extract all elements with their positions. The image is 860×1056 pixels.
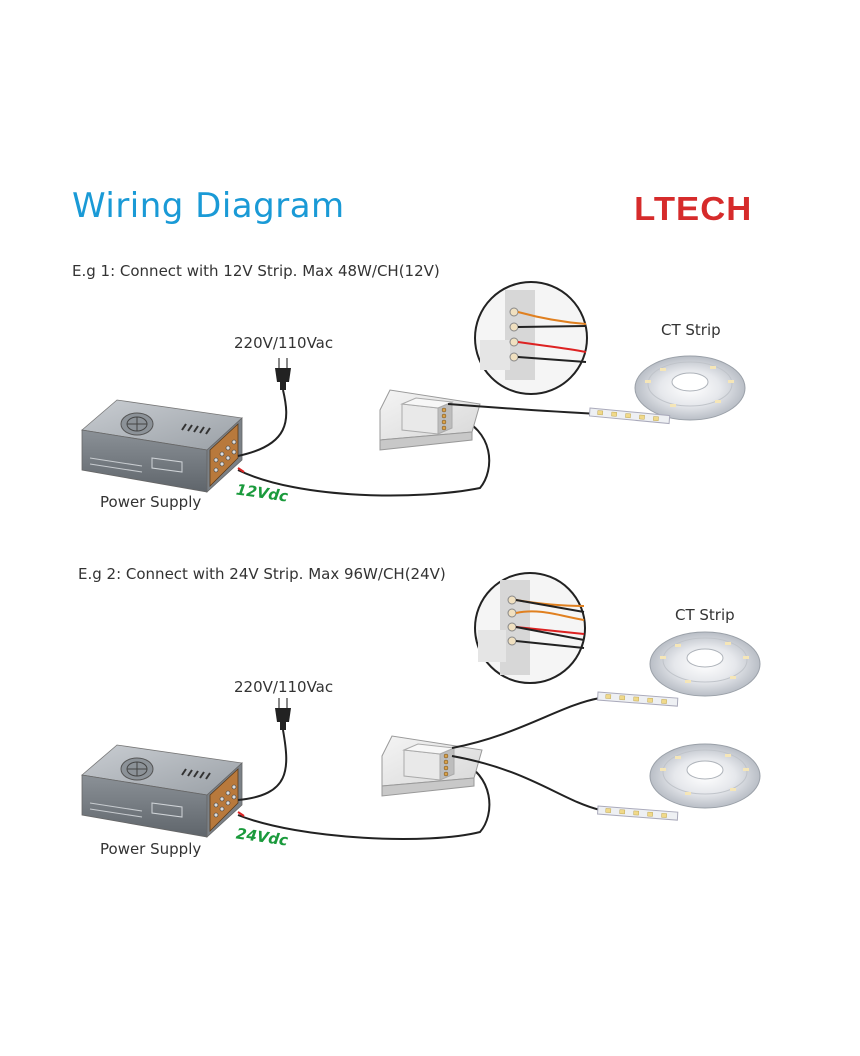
ct-strip-segment-2a [596,691,679,707]
terminal-zoom-1 [474,281,588,395]
example1-supply-label: Power Supply [100,493,202,511]
example1-group [81,281,746,497]
page-title: Wiring Diagram [72,186,345,226]
mains-plug-2 [274,697,292,731]
mains-plug-1 [274,357,292,391]
example1-mains-label: 220V/110Vac [234,334,334,352]
example2-mains-label: 220V/110Vac [234,678,334,696]
example2-caption: E.g 2: Connect with 24V Strip. Max 96W/C… [78,565,446,583]
example2-strip-label: CT Strip [675,606,735,624]
example2-group [81,572,761,840]
controller-panel-1 [379,389,481,451]
terminal-zoom-2 [474,572,586,684]
brand-logo: LTECH [634,190,753,227]
ct-strip-reel-1 [634,355,746,421]
example1-caption: E.g 1: Connect with 12V Strip. Max 48W/C… [72,262,440,280]
ct-strip-reel-2a [649,631,761,697]
example1-strip-label: CT Strip [661,321,721,339]
power-supply-1 [81,399,243,493]
example2-supply-label: Power Supply [100,840,202,858]
power-supply-2 [81,744,243,838]
ct-strip-reel-2b [649,743,761,809]
ct-strip-segment-2b [596,805,679,821]
